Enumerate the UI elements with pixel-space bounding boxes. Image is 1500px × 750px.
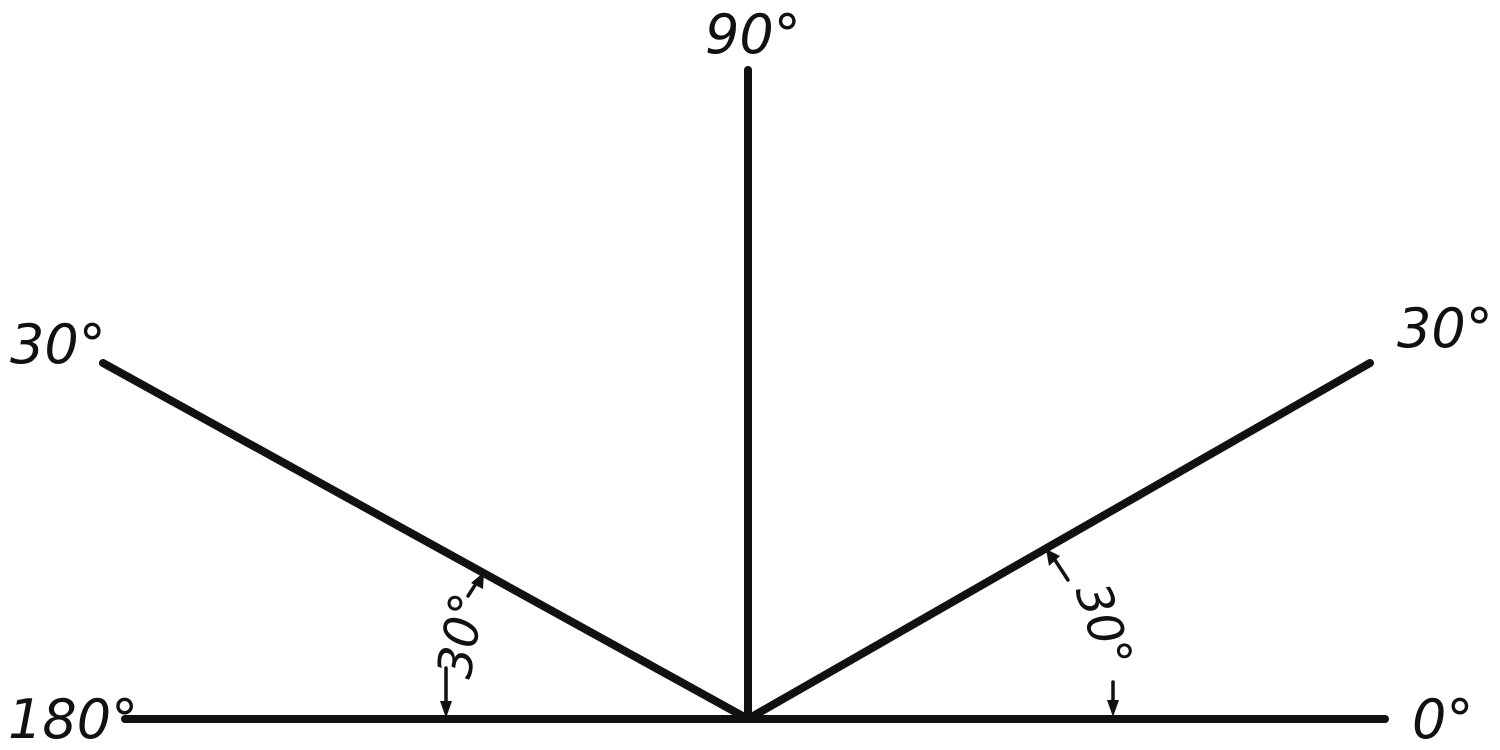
right-angle-label: 30° bbox=[1064, 576, 1144, 674]
label-0: 0° bbox=[1412, 688, 1473, 750]
left-angle-label: 30° bbox=[427, 589, 497, 683]
right-angle-arrow-up bbox=[1051, 555, 1070, 582]
right-angle-arrowhead-up bbox=[1046, 549, 1060, 566]
label-180: 180° bbox=[8, 688, 138, 750]
left-angle-marker bbox=[440, 572, 484, 718]
left-angle-arrowhead-up bbox=[471, 572, 484, 589]
label-right-ray-30: 30° bbox=[1397, 297, 1493, 360]
left-ray-30 bbox=[99, 359, 752, 723]
right-angle-marker bbox=[1046, 549, 1119, 717]
label-left-ray-30: 30° bbox=[10, 313, 106, 376]
right-angle-arrowhead-down bbox=[1107, 700, 1119, 717]
left-angle-arrowhead-down bbox=[440, 701, 452, 718]
label-90: 90° bbox=[705, 3, 801, 66]
right-ray-30 bbox=[744, 359, 1374, 723]
